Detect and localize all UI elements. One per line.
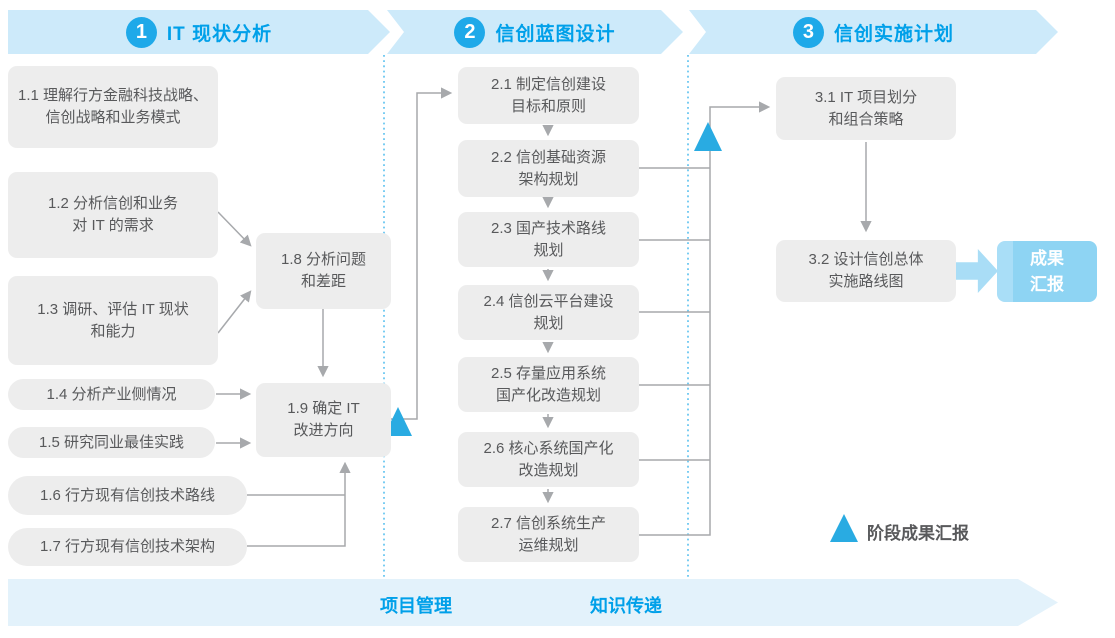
footer-label-knowledge-transfer: 知识传递 <box>590 596 662 616</box>
phase-1-title: IT 现状分析 <box>166 23 273 45</box>
box-3-1: 3.1 IT 项目划分 和组合策略 <box>776 77 956 140</box>
box-3-2: 3.2 设计信创总体 实施路线图 <box>776 240 956 302</box>
legend-label: 阶段成果汇报 <box>867 524 969 543</box>
box-1-1: 1.1 理解行方金融科技战略、 信创战略和业务模式 <box>8 66 218 148</box>
phase-3-number-badge: 3 <box>793 17 824 48</box>
box-2-7: 2.7 信创系统生产 运维规划 <box>458 507 639 562</box>
footer-label-project-management: 项目管理 <box>380 596 452 616</box>
box-1-2: 1.2 分析信创和业务 对 IT 的需求 <box>8 172 218 258</box>
phase-banner-2: 2 信创蓝图设计 <box>387 10 683 54</box>
box-1-4: 1.4 分析产业侧情况 <box>8 379 215 410</box>
box-2-2: 2.2 信创基础资源 架构规划 <box>458 140 639 197</box>
box-2-5: 2.5 存量应用系统 国产化改造规划 <box>458 357 639 412</box>
result-report-box: 成果 汇报 <box>997 241 1097 302</box>
legend-triangle-icon <box>830 514 858 542</box>
box-1-3: 1.3 调研、评估 IT 现状 和能力 <box>8 276 218 365</box>
box-1-5: 1.5 研究同业最佳实践 <box>8 427 215 458</box>
box-2-4: 2.4 信创云平台建设 规划 <box>458 285 639 340</box>
phase-2-title: 信创蓝图设计 <box>495 23 616 45</box>
box-2-6: 2.6 核心系统国产化 改造规划 <box>458 432 639 487</box>
phase-1-number-badge: 1 <box>126 17 157 48</box>
box-1-7: 1.7 行方现有信创技术架构 <box>8 528 247 566</box>
phase-banner-3: 3 信创实施计划 <box>689 10 1058 54</box>
phase-banner-1: 1 IT 现状分析 <box>8 10 390 54</box>
box-2-1: 2.1 制定信创建设 目标和原则 <box>458 67 639 124</box>
footer-banner <box>8 579 1058 626</box>
box-1-6: 1.6 行方现有信创技术路线 <box>8 476 247 515</box>
box-1-8: 1.8 分析问题 和差距 <box>256 233 391 309</box>
box-2-3: 2.3 国产技术路线 规划 <box>458 212 639 267</box>
phase-3-title: 信创实施计划 <box>833 23 954 45</box>
milestone-triangle-phase2 <box>694 122 722 151</box>
phase-2-number-badge: 2 <box>454 17 485 48</box>
result-arrow-icon <box>956 249 998 293</box>
box-1-9: 1.9 确定 IT 改进方向 <box>256 383 391 457</box>
